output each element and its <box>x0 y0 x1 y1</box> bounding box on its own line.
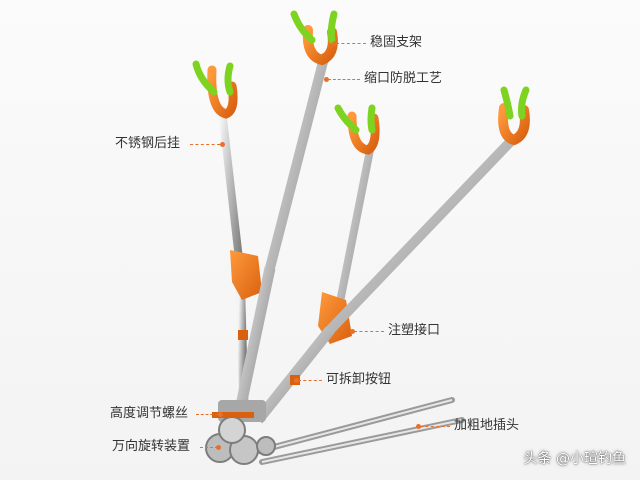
label-height-screw: 高度调节螺丝 <box>110 406 189 421</box>
label-stable-bracket: 稳固支架 <box>370 35 423 50</box>
label-anti-slip-neck: 缩口防脱工艺 <box>364 71 443 86</box>
leader-line <box>196 414 218 415</box>
label-ground-spike: 加粗地插头 <box>454 418 520 433</box>
leader-line <box>354 331 384 332</box>
leader-dot <box>350 329 355 334</box>
swivel-base <box>205 400 276 465</box>
leader-line <box>200 447 218 448</box>
leader-dot <box>294 378 299 383</box>
label-swivel-device: 万向旋转装置 <box>112 439 191 454</box>
leader-line <box>336 43 366 44</box>
ground-spike-rods <box>252 397 465 465</box>
leader-line <box>420 426 450 427</box>
leader-line <box>190 144 220 145</box>
leader-line <box>298 380 322 381</box>
leader-dot <box>218 412 223 417</box>
label-stainless-hook: 不锈钢后挂 <box>115 136 181 151</box>
leader-dot <box>324 77 329 82</box>
leader-dot <box>216 445 221 450</box>
leader-dot <box>416 424 421 429</box>
front-rod-right <box>253 86 530 424</box>
label-detach-button: 可拆卸按钮 <box>326 372 392 387</box>
leader-dot <box>332 41 337 46</box>
label-molded-joint: 注塑接口 <box>388 323 441 338</box>
leader-dot <box>220 142 225 147</box>
leader-line <box>328 79 360 80</box>
watermark: 头条 @小瑄钓鱼 <box>523 451 626 467</box>
